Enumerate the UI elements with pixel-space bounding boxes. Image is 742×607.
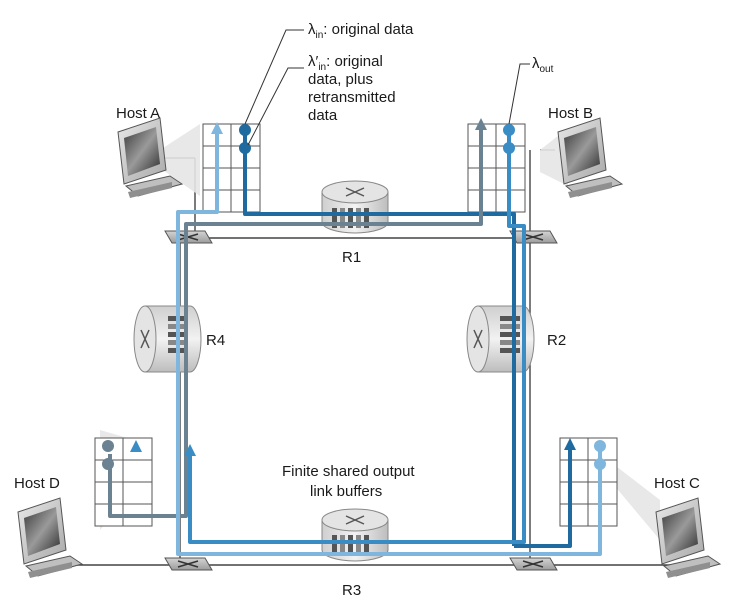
- lambda-out-annotation: λout: [532, 55, 554, 75]
- host-d-computer-icon: [17, 497, 84, 578]
- lambda-in-prime-symbol: λ′: [308, 53, 319, 70]
- host-b-buffer-table: [467, 123, 526, 213]
- switch-bottom-right: [509, 557, 558, 571]
- host-d-buffer-table: [94, 437, 153, 527]
- router-r4: [133, 305, 202, 373]
- router-r1-label: R1: [342, 249, 361, 266]
- r1-buffer-icon: [332, 208, 369, 228]
- lambda-in-annotation: λin: original data: [308, 21, 414, 41]
- flow-dark-a: [243, 132, 516, 546]
- lambda-in-prime-subscript: in: [318, 62, 326, 73]
- switch-top-left: [164, 230, 213, 244]
- host-a-label: Host A: [116, 105, 160, 122]
- flow-light-c: [176, 132, 602, 556]
- lambda-in-symbol: λ: [308, 21, 316, 38]
- r3-buffer-icon: [332, 535, 369, 555]
- lambda-in-prime-annotation: λ′in: original: [308, 53, 383, 73]
- switch-top-right: [509, 230, 558, 244]
- lambda-out-subscript: out: [540, 64, 554, 75]
- lambda-out-symbol: λ: [532, 55, 540, 72]
- host-d-label: Host D: [14, 475, 60, 492]
- host-a-buffer-table: [202, 123, 261, 213]
- r2-buffer-icon: [500, 316, 520, 353]
- flow-dark-a-continue: [514, 448, 572, 548]
- flow-gray-b: [108, 128, 483, 518]
- host-b-label: Host B: [548, 105, 593, 122]
- lambda-in-prime-line2: data, plus: [308, 71, 373, 88]
- flow-light-b: [188, 130, 526, 544]
- lambda-in-subscript: in: [316, 30, 324, 41]
- buffers-label-line2: link buffers: [310, 483, 382, 500]
- buffers-label-line1: Finite shared output: [282, 463, 415, 480]
- host-a-computer-icon: [117, 117, 184, 198]
- router-r4-label: R4: [206, 332, 225, 349]
- lambda-in-prime-line1: : original: [326, 53, 383, 70]
- annotation-leaders: [244, 29, 530, 146]
- router-r2: [466, 305, 535, 373]
- switch-bottom-left: [164, 557, 213, 571]
- lambda-in-text: : original data: [323, 21, 414, 38]
- host-c-label: Host C: [654, 475, 700, 492]
- lambda-in-prime-line4: data: [308, 107, 338, 124]
- flow-arrowheads: [130, 118, 576, 456]
- host-c-computer-icon: [655, 497, 722, 578]
- flow-source-dots: [102, 124, 606, 470]
- host-b-computer-icon: [557, 117, 624, 198]
- router-r2-label: R2: [547, 332, 566, 349]
- router-r3-label: R3: [342, 582, 361, 599]
- lambda-in-prime-line3: retransmitted: [308, 89, 396, 106]
